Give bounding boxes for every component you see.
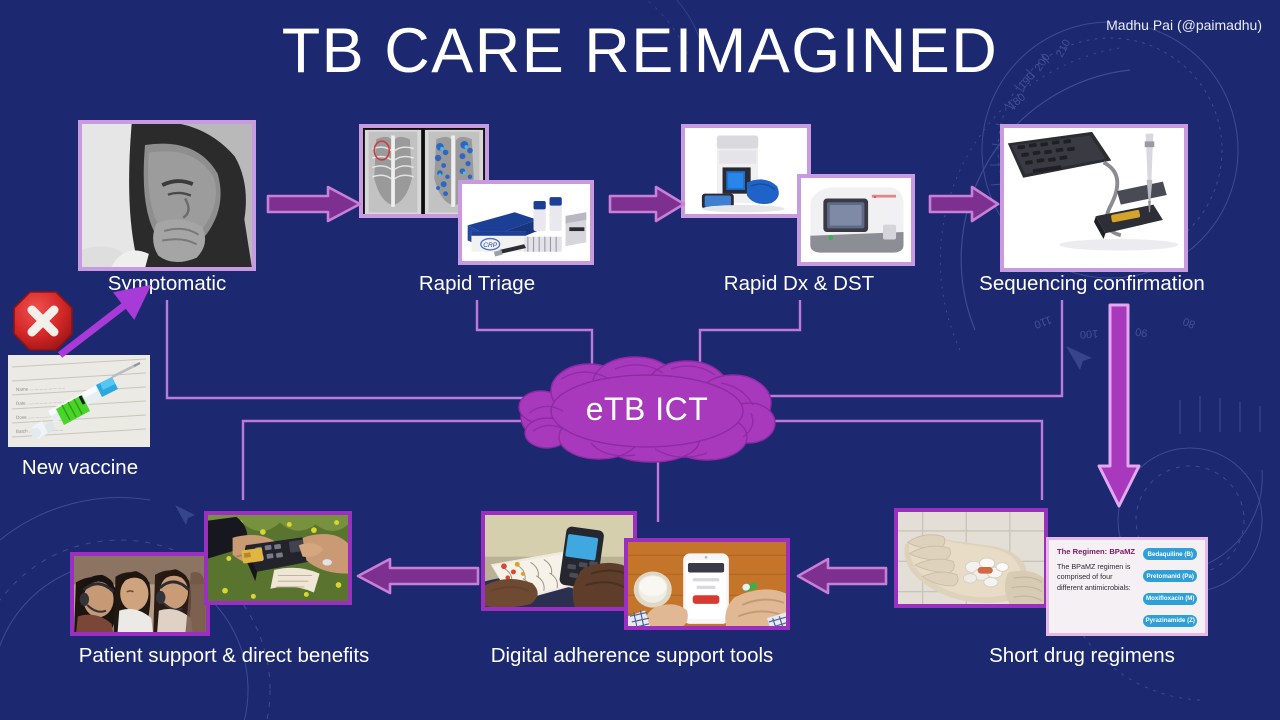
drug-pill: Moxifloxacin (M)	[1143, 592, 1197, 605]
regimen-drug-list: Bedaquiline (B) Pretomanid (Pa) Moxiflox…	[1143, 547, 1197, 629]
label-digital-adherence: Digital adherence support tools	[490, 644, 774, 667]
regimen-title: The Regimen: BPaMZ	[1057, 547, 1136, 556]
label-short-drug-regimens: Short drug regimens	[989, 644, 1175, 667]
page-title: TB CARE REIMAGINED	[281, 16, 999, 86]
image-pills-in-gloved-hand	[894, 508, 1048, 608]
arrow-rapid-dx-to-sequencing	[928, 185, 1000, 223]
image-sequencing-setup	[1000, 124, 1188, 272]
label-new-vaccine: New vaccine	[21, 456, 139, 479]
image-medication-app	[624, 538, 790, 630]
svg-text:CRP: CRP	[483, 242, 498, 249]
arrow-triage-to-rapid-dx	[608, 185, 686, 223]
attribution-credit: Madhu Pai (@paimadhu)	[1106, 17, 1262, 33]
hub-label: eTB ICT	[585, 390, 709, 427]
label-rapid-triage: Rapid Triage	[418, 272, 536, 295]
svg-text:Name .........................: Name ............................	[16, 384, 65, 392]
image-payment-terminal	[204, 511, 352, 605]
drug-pill: Pyrazinamide (Z)	[1143, 614, 1197, 627]
image-call-center	[70, 552, 210, 636]
etb-ict-hub: eTB ICT	[511, 355, 783, 463]
svg-text:110: 110	[1032, 313, 1053, 330]
label-patient-support: Patient support & direct benefits	[78, 644, 370, 667]
image-benchtop-analyzer: ●	[797, 174, 915, 266]
svg-text:80: 80	[1181, 315, 1197, 331]
image-new-vaccine: Name ............................ Date .…	[8, 355, 150, 447]
arrow-adherence-to-patient-support	[356, 557, 480, 595]
regimen-text-column: The Regimen: BPaMZ The BPaMZ regimen is …	[1057, 547, 1138, 629]
svg-text:180: 180	[1006, 91, 1028, 112]
image-molecular-diagnostic-instrument	[681, 124, 811, 218]
arrow-regimens-to-adherence	[796, 557, 888, 595]
image-phone-pillbox	[481, 511, 637, 611]
label-rapid-dx-dst: Rapid Dx & DST	[723, 272, 875, 295]
bpamz-regimen-card: The Regimen: BPaMZ The BPaMZ regimen is …	[1046, 537, 1208, 636]
vaccine-to-symptomatic-arrow	[57, 285, 152, 358]
image-chest-xray	[359, 124, 489, 218]
drug-pill: Bedaquiline (B)	[1143, 548, 1197, 560]
regimen-description: The BPaMZ regimen is comprised of four d…	[1057, 562, 1131, 592]
image-crp-test-kit: CRP	[458, 180, 594, 265]
svg-text:Dose .........................: Dose .............................	[16, 412, 65, 420]
label-sequencing-confirmation: Sequencing confirmation	[979, 272, 1205, 295]
stop-octagon-icon	[13, 291, 73, 351]
drug-pill: Pretomanid (Pa)	[1143, 570, 1197, 583]
image-symptomatic	[78, 120, 256, 271]
svg-text:100: 100	[1079, 327, 1098, 340]
arrow-sequencing-to-regimens	[1097, 303, 1141, 508]
cloud-shape	[518, 356, 776, 463]
arrow-symptomatic-to-triage	[266, 185, 362, 223]
svg-text:Date .........................: Date .............................	[16, 398, 64, 406]
